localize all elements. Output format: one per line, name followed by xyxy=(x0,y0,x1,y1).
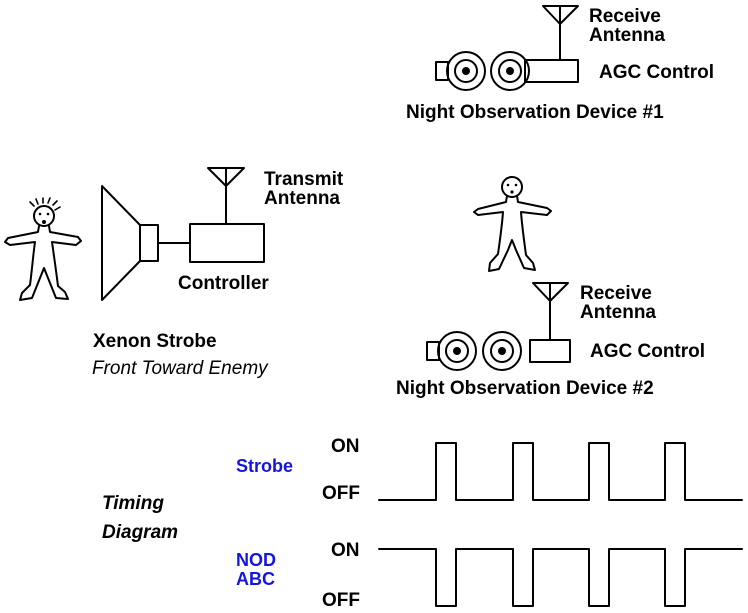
enemy-stick-figure-icon xyxy=(473,176,552,272)
nod-signal-label-line2: ABC xyxy=(236,569,275,589)
timing-diagram-title-line1: Timing xyxy=(102,493,164,514)
transmit-antenna-icon xyxy=(207,167,245,225)
strobe-waveform xyxy=(378,442,743,501)
nod1-right-lens-icon xyxy=(490,51,530,91)
nod2-antenna-label-line1: Receive xyxy=(580,283,652,304)
nod1-left-lens-icon xyxy=(446,51,486,91)
nod2-device xyxy=(426,282,571,371)
nod-signal-label-line1: NOD xyxy=(236,550,276,570)
nod2-right-lens-icon xyxy=(482,331,522,371)
nod1-device xyxy=(435,5,579,91)
nod-off-label: OFF xyxy=(322,590,360,611)
transmit-antenna-label-line2: Antenna xyxy=(264,188,340,209)
strobe-horn-icon xyxy=(101,185,141,301)
nod-on-label: ON xyxy=(331,540,360,561)
operator-stick-figure-icon xyxy=(4,197,82,301)
nod1-agc-label: AGC Control xyxy=(599,62,715,83)
nod2-left-lens-icon xyxy=(437,331,477,371)
nod1-title: Night Observation Device #1 xyxy=(406,102,664,123)
strobe-assembly xyxy=(101,167,265,301)
controller-box xyxy=(189,223,265,263)
controller-label: Controller xyxy=(178,273,269,294)
transmit-antenna-label-line1: Transmit xyxy=(264,169,344,190)
nod1-antenna-label-line1: Receive xyxy=(589,6,661,27)
nod2-agc-box xyxy=(529,339,571,363)
nod2-agc-label: AGC Control xyxy=(590,341,706,362)
nod1-antenna-label-line2: Antenna xyxy=(589,25,665,46)
timing-diagram-title-line2: Diagram xyxy=(102,522,179,543)
nod2-receive-antenna-icon xyxy=(532,282,569,341)
nod1-receive-antenna-icon xyxy=(542,5,579,61)
strobe-on-label: ON xyxy=(331,436,360,457)
strobe-lamp-box xyxy=(139,224,159,262)
strobe-off-label: OFF xyxy=(322,483,360,504)
nod2-antenna-label-line2: Antenna xyxy=(580,302,656,323)
nod-abc-waveform xyxy=(378,548,743,607)
nod1-agc-box xyxy=(524,59,579,83)
nod2-title: Night Observation Device #2 xyxy=(396,378,654,399)
strobe-title: Xenon Strobe xyxy=(93,331,217,352)
strobe-signal-label: Strobe xyxy=(236,456,294,476)
strobe-subtitle: Front Toward Enemy xyxy=(92,358,268,379)
